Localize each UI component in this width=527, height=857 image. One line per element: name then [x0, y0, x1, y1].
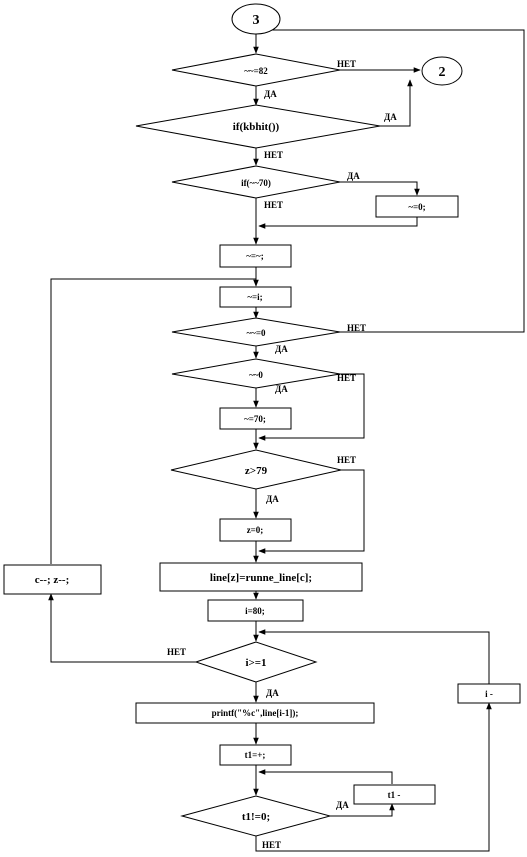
process-5: z=0;: [219, 518, 292, 542]
process-7: i=80;: [207, 599, 304, 622]
process-4: ~=70;: [219, 407, 292, 430]
label-no: НЕТ: [167, 647, 186, 657]
label-no: НЕТ: [347, 323, 366, 333]
process-9: t1=+;: [219, 744, 292, 766]
process-2-text: ~=~;: [246, 251, 264, 261]
flow-line: [380, 79, 413, 127]
decision-8: t1!=0;: [180, 795, 332, 837]
flow-line: [260, 27, 525, 333]
process-8: printf("%c",line[i-1]);: [135, 702, 375, 724]
process-9-text: t1=+;: [245, 750, 266, 760]
flow-line: [330, 803, 395, 817]
decision-6: z>79: [170, 449, 342, 490]
process-8-text: printf("%c",line[i-1]);: [212, 708, 299, 718]
decision-2: if(kbhit()): [135, 104, 381, 149]
label-yes: ДА: [336, 800, 349, 810]
decision-7-text: i>=1: [245, 657, 266, 669]
label-no: НЕТ: [262, 840, 281, 850]
decision-5-text: ~~0: [249, 370, 263, 380]
label-yes: ДА: [275, 384, 288, 394]
label-no: НЕТ: [337, 59, 356, 69]
decision-4-text: ~~=0: [247, 328, 266, 338]
process-11: i -: [457, 683, 521, 704]
process-3: ~=i;: [219, 286, 292, 308]
connector-top: 3: [231, 3, 281, 35]
label-yes: ДА: [266, 688, 279, 698]
label-no: НЕТ: [337, 455, 356, 465]
connector-right: 2: [421, 56, 463, 86]
flow-line: [48, 593, 196, 663]
decision-7: i>=1: [194, 641, 318, 683]
flow-line: [258, 629, 490, 684]
process-4-text: ~=70;: [244, 414, 266, 424]
label-yes: ДА: [275, 344, 288, 354]
label-no: НЕТ: [337, 373, 356, 383]
decision-3-text: if(~~70): [241, 178, 271, 188]
connector-right-label: 2: [439, 65, 446, 80]
label-yes: ДА: [384, 112, 397, 122]
process-6-text: line[z]=runne_line[c];: [210, 572, 312, 584]
process-3-text: ~=i;: [247, 292, 262, 302]
flow-line: [340, 181, 420, 196]
branch-labels: НЕТ ДА ДА НЕТ ДА НЕТ НЕТ ДА НЕТ ДА НЕТ Д…: [167, 59, 397, 850]
decision-2-text: if(kbhit()): [233, 121, 280, 133]
label-yes: ДА: [347, 171, 360, 181]
decision-3: if(~~70): [171, 165, 341, 199]
flow-line: [258, 217, 418, 229]
flow-line: [258, 469, 365, 554]
process-10-text: t1 -: [388, 790, 401, 800]
decision-8-text: t1!=0;: [242, 811, 270, 823]
process-1: ~=0;: [375, 195, 459, 218]
flow-line: [258, 373, 365, 441]
process-5-text: z=0;: [247, 525, 264, 535]
flow-line: [258, 769, 393, 784]
decision-5: ~~0: [171, 358, 341, 389]
label-yes: ДА: [266, 494, 279, 504]
decision-1-text: ~~=82: [244, 66, 268, 76]
label-no: НЕТ: [264, 150, 283, 160]
process-12-text: c--; z--;: [35, 574, 70, 586]
flow-lines: [48, 27, 525, 852]
process-2: ~=~;: [219, 244, 292, 268]
process-10: t1 -: [353, 784, 436, 805]
flow-line: [50, 278, 256, 564]
decision-4: ~~=0: [171, 317, 341, 347]
process-6: line[z]=runne_line[c];: [159, 562, 363, 592]
process-11-text: i -: [485, 689, 493, 699]
process-7-text: i=80;: [245, 606, 265, 616]
process-12: c--; z--;: [3, 564, 102, 595]
process-1-text: ~=0;: [408, 202, 425, 212]
decision-1: ~~=82: [171, 53, 341, 87]
flow-line: [255, 702, 492, 852]
decision-6-text: z>79: [245, 465, 268, 477]
connector-top-label: 3: [253, 13, 260, 28]
label-no: НЕТ: [264, 200, 283, 210]
label-yes: ДА: [264, 89, 277, 99]
